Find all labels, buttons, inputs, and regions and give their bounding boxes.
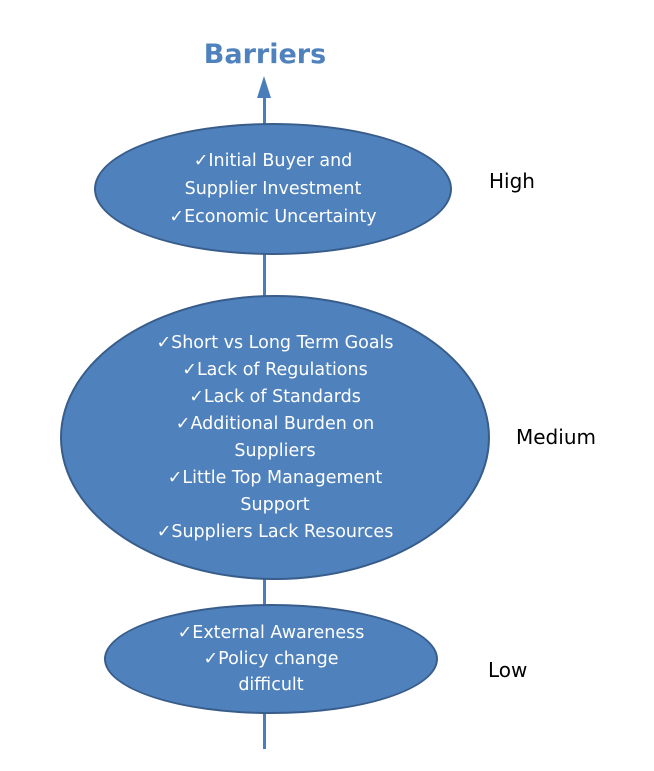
check-icon: ✓ [193, 151, 209, 171]
barrier-item-text: Lack of Regulations [196, 359, 368, 380]
barrier-ellipse-medium: ✓Short vs Long Term Goals ✓Lack of Regul… [60, 295, 490, 580]
axis-line-medium-low [263, 579, 266, 605]
check-icon: ✓ [167, 467, 183, 488]
barrier-item: ✓Lack of Regulations [182, 357, 367, 384]
level-label-high: High [489, 169, 535, 193]
barrier-item-text: Additional Burden on Suppliers [190, 413, 375, 461]
level-label-low: Low [488, 658, 528, 682]
check-icon: ✓ [177, 623, 193, 643]
barrier-item-text: Economic Uncertainty [184, 207, 377, 227]
check-icon: ✓ [189, 386, 204, 407]
check-icon: ✓ [182, 359, 197, 380]
check-icon: ✓ [203, 649, 219, 669]
check-icon: ✓ [175, 413, 191, 434]
barrier-ellipse-high: ✓Initial Buyer and Supplier Investment ✓… [94, 123, 452, 255]
barrier-item: ✓Lack of Standards [189, 384, 361, 411]
barrier-item: ✓Short vs Long Term Goals [156, 330, 393, 357]
check-icon: ✓ [169, 207, 185, 227]
barrier-item: ✓Additional Burden on Suppliers [176, 411, 374, 465]
barrier-item-text: Initial Buyer and Supplier Investment [184, 151, 362, 199]
axis-line-bottom [263, 713, 266, 749]
barrier-ellipse-low: ✓External Awareness ✓Policy change diffi… [104, 604, 438, 714]
barrier-item-text: Lack of Standards [203, 386, 361, 407]
barrier-item: ✓Suppliers Lack Resources [157, 519, 394, 546]
check-icon: ✓ [156, 521, 172, 542]
barrier-item-text: External Awareness [192, 623, 365, 643]
check-icon: ✓ [156, 332, 172, 353]
axis-line-high-medium [263, 254, 266, 296]
barrier-item: ✓Policy change difficult [204, 646, 339, 698]
arrow-up-icon [257, 76, 271, 98]
barrier-item-text: Policy change difficult [218, 649, 339, 695]
axis-line-top [263, 96, 266, 124]
diagram-title: Barriers [203, 39, 327, 70]
barrier-item-text: Short vs Long Term Goals [171, 332, 394, 353]
barrier-item-text: Suppliers Lack Resources [171, 521, 394, 542]
barrier-item: ✓Economic Uncertainty [169, 203, 376, 231]
level-label-medium: Medium [516, 425, 596, 449]
barrier-item: ✓Little Top Management Support [168, 465, 383, 519]
barrier-item: ✓External Awareness [178, 620, 365, 646]
barrier-item: ✓Initial Buyer and Supplier Investment [185, 147, 362, 203]
barrier-item-text: Little Top Management Support [182, 467, 383, 515]
